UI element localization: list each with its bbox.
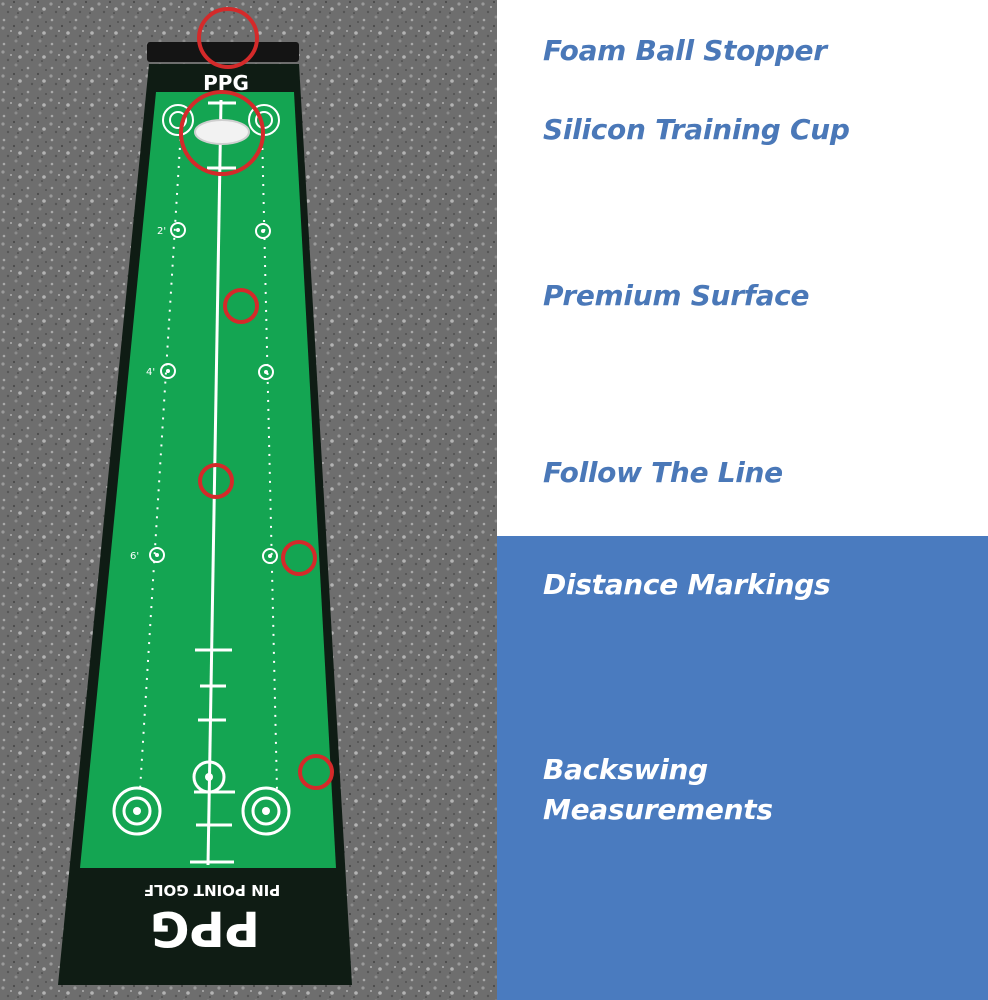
feature-silicon-training-cup: Silicon Training Cup bbox=[543, 113, 850, 146]
feature-foam-ball-stopper: Foam Ball Stopper bbox=[543, 34, 827, 67]
svg-text:4': 4' bbox=[146, 367, 155, 378]
feature-panel-blue bbox=[497, 536, 988, 1000]
mat-brand-name: PIN POINT GOLF bbox=[144, 881, 281, 899]
bottom-target-left bbox=[112, 786, 162, 836]
right-dotted-guide bbox=[261, 129, 278, 791]
svg-text:6': 6' bbox=[130, 551, 139, 562]
feature-distance-markings: Distance Markings bbox=[543, 568, 831, 601]
distance-marker-4ft: 4' bbox=[146, 363, 274, 380]
feature-highlight-circles bbox=[179, 7, 334, 790]
feature-premium-surface: Premium Surface bbox=[543, 279, 810, 312]
highlight-stopper bbox=[197, 7, 259, 69]
putting-mat-surface bbox=[80, 92, 336, 868]
backswing-ticks bbox=[190, 648, 235, 864]
silicon-training-cup bbox=[194, 119, 250, 145]
feature-backswing-line2: Measurements bbox=[543, 793, 773, 826]
center-guide-line bbox=[206, 99, 223, 866]
bottom-target-right bbox=[241, 786, 291, 836]
highlight-backswing bbox=[298, 754, 334, 790]
product-photo: PPG 2' 4' 6' bbox=[0, 0, 497, 1000]
svg-text:2': 2' bbox=[157, 226, 166, 237]
highlight-distance bbox=[281, 540, 317, 576]
top-target-left bbox=[162, 104, 194, 136]
highlight-line bbox=[198, 463, 234, 499]
bottom-target-center bbox=[192, 760, 226, 794]
mat-logo-bottom: PPG bbox=[150, 900, 260, 956]
distance-marker-2ft: 2' bbox=[157, 222, 271, 239]
highlight-cup bbox=[179, 90, 265, 176]
foam-ball-stopper bbox=[147, 42, 299, 62]
highlight-surface bbox=[223, 288, 259, 324]
feature-backswing-line1: Backswing bbox=[543, 753, 708, 786]
feature-follow-the-line: Follow The Line bbox=[543, 456, 783, 489]
feature-panel-white bbox=[497, 0, 988, 536]
distance-marker-6ft: 6' bbox=[130, 547, 278, 564]
